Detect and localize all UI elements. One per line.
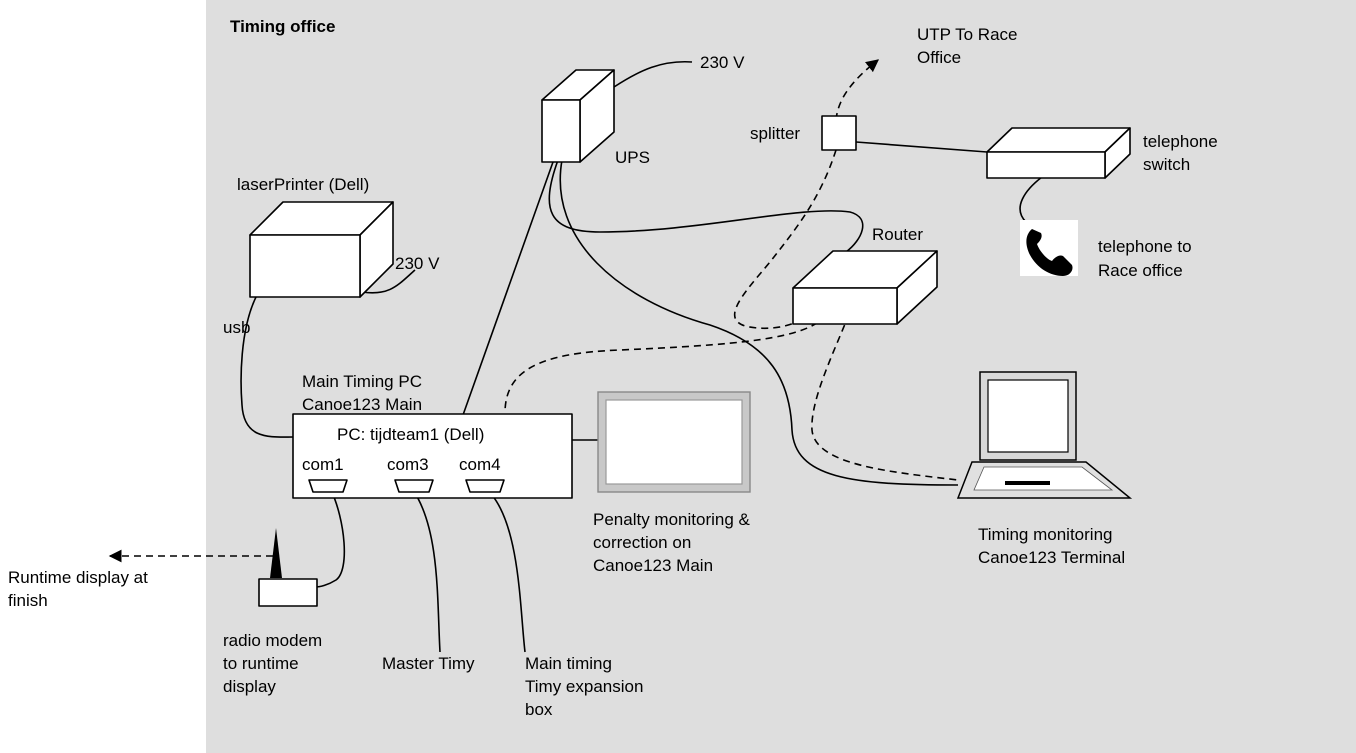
penalty-label-line1: Penalty monitoring & bbox=[593, 510, 751, 529]
timing-office-area bbox=[206, 0, 1356, 753]
usb-label: usb bbox=[223, 318, 250, 337]
com4-to-expansion-cable bbox=[491, 494, 526, 653]
telephone-switch-label-line2: switch bbox=[1143, 155, 1190, 174]
printer-power-label: 230 V bbox=[395, 254, 440, 273]
runtime-label-line1: Runtime display at bbox=[8, 568, 148, 587]
router-label: Router bbox=[872, 225, 923, 244]
switch-to-phone-cable bbox=[1019, 176, 1043, 223]
ups-power-cord bbox=[613, 60, 693, 88]
com1-to-radio-cable bbox=[314, 489, 346, 588]
ups-power-label: 230 V bbox=[700, 53, 745, 72]
splitter-icon bbox=[821, 115, 857, 151]
switch-icon bbox=[986, 127, 1131, 179]
main-pc-label-line1: Main Timing PC bbox=[302, 372, 422, 391]
ups-to-laptop-cable bbox=[559, 159, 959, 486]
monitor-icon bbox=[597, 391, 751, 493]
com3-to-master-timy-cable bbox=[412, 489, 441, 653]
ups-label: UPS bbox=[615, 148, 650, 167]
timing-monitor-label-line1: Timing monitoring bbox=[978, 525, 1112, 544]
laptop-icon bbox=[956, 371, 1133, 499]
expansion-label-line2: Timy expansion bbox=[525, 677, 643, 696]
utp-label-line2: Office bbox=[917, 48, 961, 67]
ups-to-router-cable bbox=[548, 159, 864, 253]
com3-label: com3 bbox=[387, 455, 429, 474]
com3-port-icon bbox=[394, 479, 434, 493]
com4-port-icon bbox=[465, 479, 505, 493]
runtime-label-line2: finish bbox=[8, 591, 48, 610]
penalty-label-line3: Canoe123 Main bbox=[593, 556, 713, 575]
telephone-label-line2: Race office bbox=[1098, 261, 1183, 280]
com1-port-icon bbox=[308, 479, 348, 493]
timing-monitor-label-line2: Canoe123 Terminal bbox=[978, 548, 1125, 567]
telephone-switch-label-line1: telephone bbox=[1143, 132, 1218, 151]
com1-label: com1 bbox=[302, 455, 344, 474]
master-timy-label: Master Timy bbox=[382, 654, 475, 673]
telephone-label-line1: telephone to bbox=[1098, 237, 1192, 256]
radio-label-line1: radio modem bbox=[223, 631, 322, 650]
com4-label: com4 bbox=[459, 455, 501, 474]
utp-label-line1: UTP To Race bbox=[917, 25, 1017, 44]
router-to-laptop-line bbox=[811, 313, 959, 481]
expansion-label-line3: box bbox=[525, 700, 553, 719]
expansion-label-line1: Main timing bbox=[525, 654, 612, 673]
radio-label-line2: to runtime bbox=[223, 654, 299, 673]
radio-modem-icon bbox=[258, 528, 318, 607]
usb-cable bbox=[240, 296, 294, 438]
splitter-to-switch-cable bbox=[855, 141, 988, 153]
utp-to-race-office-line bbox=[835, 59, 880, 121]
timing-office-title: Timing office bbox=[230, 17, 335, 36]
pc-name-label: PC: tijdteam1 (Dell) bbox=[337, 425, 484, 444]
printer-icon bbox=[249, 201, 394, 298]
main-pc-label-line2: Canoe123 Main bbox=[302, 395, 422, 414]
ups-to-pc-cable bbox=[462, 161, 554, 416]
router-icon bbox=[792, 250, 938, 325]
penalty-label-line2: correction on bbox=[593, 533, 691, 552]
ups-icon bbox=[541, 69, 615, 163]
splitter-label: splitter bbox=[750, 124, 800, 143]
radio-label-line3: display bbox=[223, 677, 276, 696]
printer-label: laserPrinter (Dell) bbox=[237, 175, 369, 194]
printer-power-cord bbox=[361, 269, 416, 294]
telephone-icon bbox=[1020, 220, 1078, 276]
splitter-to-router-line bbox=[733, 149, 837, 330]
